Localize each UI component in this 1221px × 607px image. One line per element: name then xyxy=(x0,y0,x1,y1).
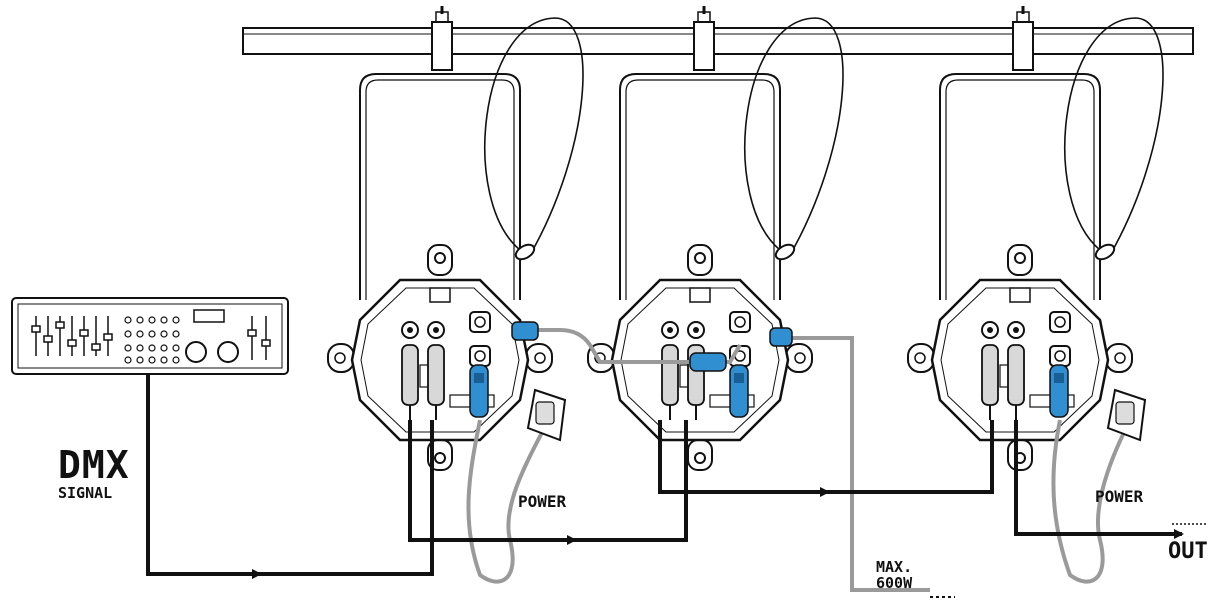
max-label: MAX. xyxy=(876,558,912,576)
clamp-2 xyxy=(693,6,715,71)
dmx-signal-path xyxy=(146,374,1184,579)
power-label-3: POWER xyxy=(1095,487,1144,506)
fixture-2 xyxy=(586,16,845,472)
wattage-label: 600W xyxy=(876,574,913,592)
power-cable-3 xyxy=(1051,388,1147,584)
truss-bar xyxy=(242,27,1194,55)
out-label: OUT xyxy=(1168,539,1208,564)
signal-label: SIGNAL xyxy=(58,484,112,502)
link-cable-2-out xyxy=(769,327,955,598)
clamp-1 xyxy=(431,6,453,71)
dmx-label: DMX xyxy=(58,443,130,487)
link-cable-1-2 xyxy=(511,321,742,372)
dmx-controller xyxy=(11,297,289,375)
clamp-3 xyxy=(1012,6,1034,71)
power-cable-1 xyxy=(466,388,567,584)
power-label-1: POWER xyxy=(518,492,567,511)
